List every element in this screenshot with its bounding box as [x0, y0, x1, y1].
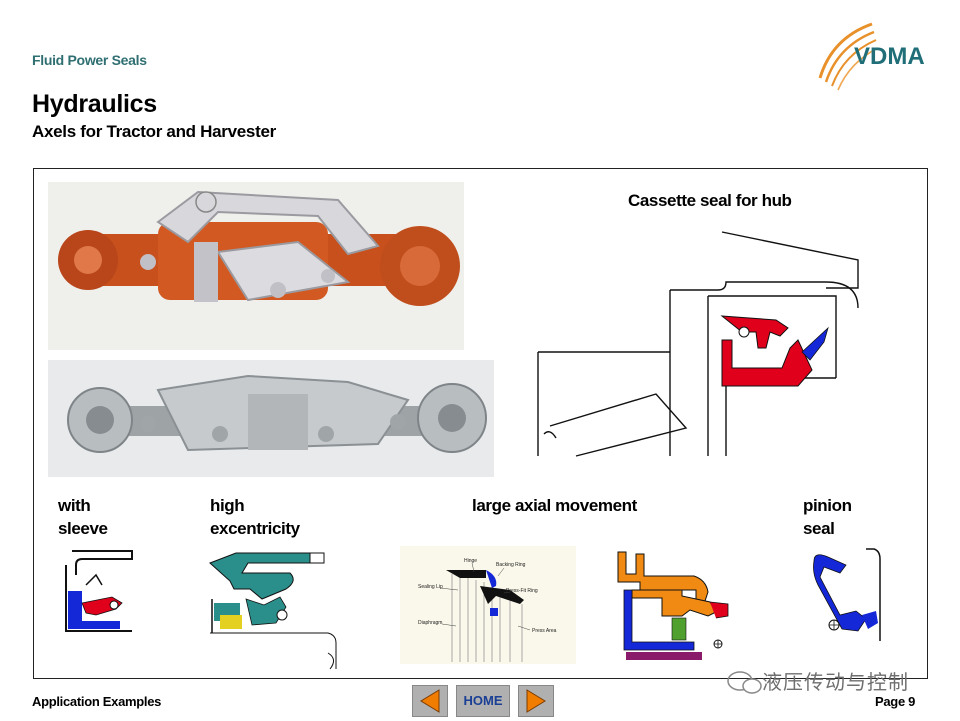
diagram-label-backing-ring: Backing Ring — [496, 562, 526, 568]
label-high-excentricity: high excentricity — [210, 494, 300, 540]
axial-seal-diagram: Hinge Backing Ring Sealing Lip Press-Fit… — [400, 546, 576, 664]
arrow-right-icon — [526, 689, 546, 713]
tractor-axle-photo — [48, 182, 464, 350]
sleeve-seal-drawing — [65, 550, 133, 632]
content-panel — [33, 168, 928, 679]
section-kicker: Fluid Power Seals — [32, 52, 147, 68]
watermark-text: 液压传动与控制 — [762, 672, 909, 694]
cassette-seal-label: Cassette seal for hub — [628, 191, 792, 210]
excentricity-seal-drawing — [209, 552, 337, 670]
label-line: excentricity — [210, 519, 300, 538]
label-line: sleeve — [58, 519, 108, 538]
previous-page-button[interactable] — [412, 685, 448, 717]
page-number: Page 9 — [875, 694, 916, 709]
pinion-seal-drawing — [813, 548, 881, 641]
vdma-logo: VDMA — [818, 22, 925, 91]
label-line: with — [58, 496, 91, 515]
page-subtitle: Axels for Tractor and Harvester — [32, 122, 276, 141]
footer-section-label: Application Examples — [32, 694, 162, 709]
arrow-left-icon — [420, 689, 440, 713]
logo-wordmark: VDMA — [854, 43, 925, 70]
axial-cassette-seal-drawing — [617, 551, 729, 660]
diagram-label-press-fit-ring: Press-Fit Ring — [506, 588, 538, 594]
label-pinion-seal: pinion seal — [803, 494, 852, 540]
label-line: pinion — [803, 496, 852, 515]
slide-navigation: HOME — [412, 685, 554, 717]
label-with-sleeve: with sleeve — [58, 494, 108, 540]
home-button[interactable]: HOME — [456, 685, 510, 717]
diagram-label-press-area: Press Area — [532, 628, 557, 634]
diagram-label-hinge: Hinge — [464, 558, 477, 564]
label-line: seal — [803, 519, 835, 538]
cassette-seal-drawing — [537, 231, 859, 457]
wechat-watermark-icon — [727, 671, 762, 694]
diagram-label-diaphragm: Diaphragm — [418, 620, 442, 626]
label-large-axial-movement: large axial movement — [472, 494, 637, 517]
diagram-label-sealing-lip: Sealing Lip — [418, 584, 443, 590]
label-line: large axial movement — [472, 496, 637, 515]
harvester-axle-photo — [48, 360, 494, 477]
next-page-button[interactable] — [518, 685, 554, 717]
label-line: high — [210, 496, 245, 515]
page-title: Hydraulics — [32, 90, 157, 118]
